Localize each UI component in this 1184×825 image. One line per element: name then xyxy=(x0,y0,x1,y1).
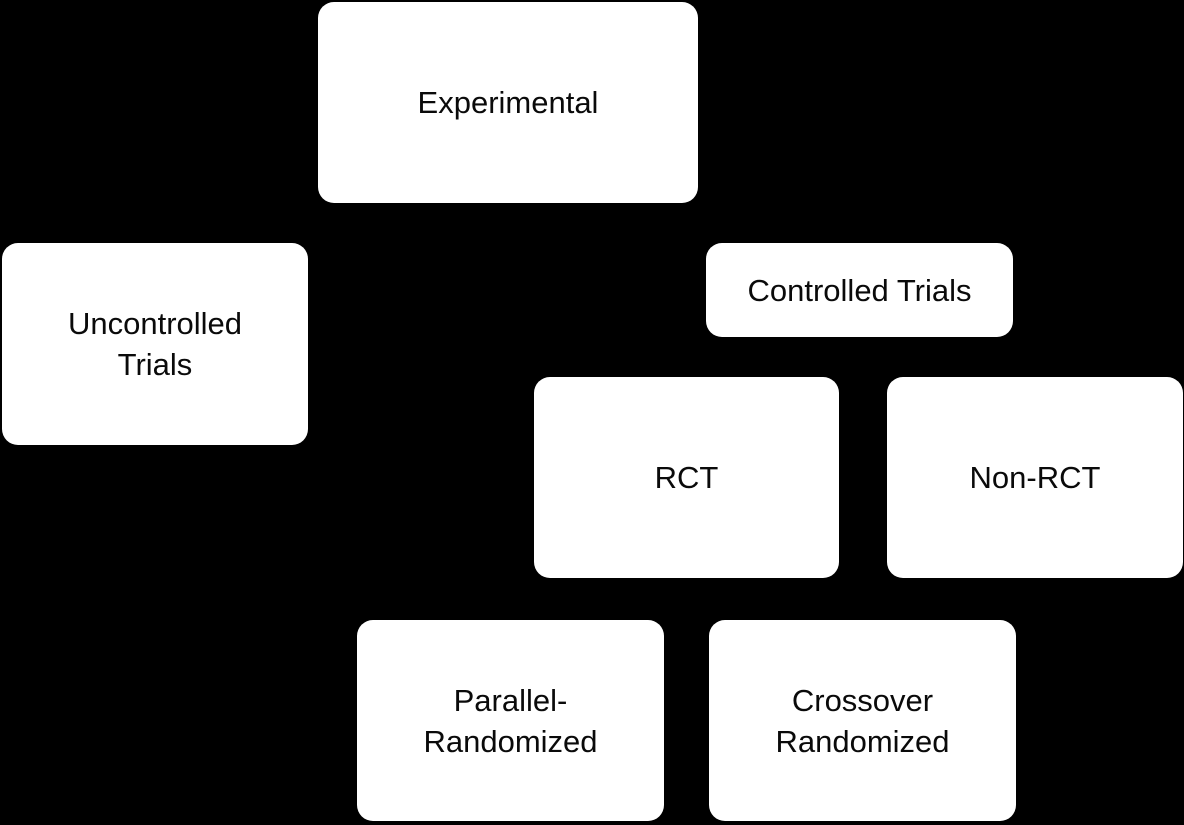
node-uncontrolled-trials-label: Uncontrolled Trials xyxy=(67,306,243,382)
node-experimental: Experimental xyxy=(318,2,698,203)
node-parallel-randomized-label: Parallel- Randomized xyxy=(423,682,598,759)
node-crossover-randomized: Crossover Randomized xyxy=(709,620,1016,821)
node-experimental-label: Experimental xyxy=(417,85,599,120)
node-controlled-trials: Controlled Trials xyxy=(706,243,1013,337)
node-uncontrolled-trials: Uncontrolled Trials xyxy=(2,243,308,445)
node-crossover-randomized-label: Crossover Randomized xyxy=(775,682,950,759)
node-controlled-trials-label: Controlled Trials xyxy=(747,272,972,308)
node-parallel-randomized: Parallel- Randomized xyxy=(357,620,664,821)
node-non-rct-label: Non-RCT xyxy=(969,460,1101,495)
node-rct: RCT xyxy=(534,377,839,578)
node-non-rct: Non-RCT xyxy=(887,377,1183,578)
node-rct-label: RCT xyxy=(654,460,719,495)
